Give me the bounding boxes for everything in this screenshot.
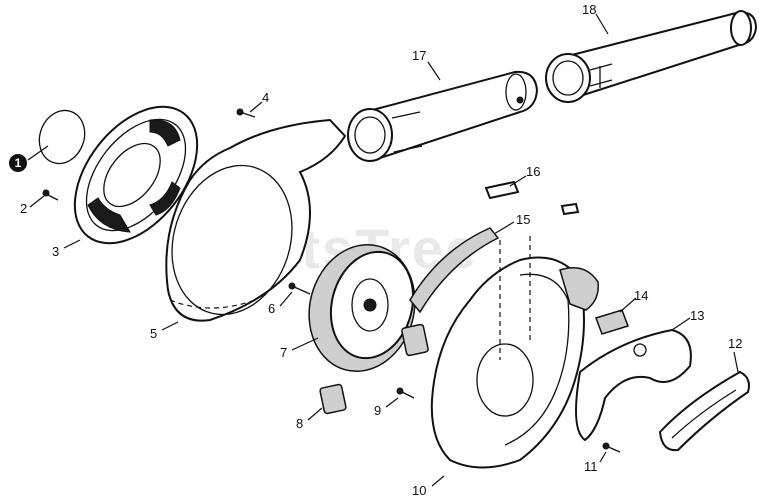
callout-13[interactable]: 13 xyxy=(690,308,704,323)
part-13-handle-cover[interactable] xyxy=(575,328,692,442)
part-5-fan-housing[interactable] xyxy=(153,118,347,330)
part-3-intake-grille[interactable] xyxy=(50,84,222,266)
part-9-screw[interactable] xyxy=(396,387,415,399)
callout-11[interactable]: 11 xyxy=(584,459,598,474)
callout-3[interactable]: 3 xyxy=(52,244,59,259)
callout-15[interactable]: 15 xyxy=(516,212,530,227)
part-4-screw[interactable] xyxy=(236,108,256,118)
callout-2[interactable]: 2 xyxy=(20,201,27,216)
callout-7[interactable]: 7 xyxy=(280,345,287,360)
callout-16[interactable]: 16 xyxy=(526,164,540,179)
callout-14[interactable]: 14 xyxy=(634,288,648,303)
callout-17[interactable]: 17 xyxy=(412,48,426,63)
callout-10[interactable]: 10 xyxy=(412,483,426,498)
part-10-main-housing[interactable] xyxy=(430,236,599,469)
callout-18[interactable]: 18 xyxy=(582,2,596,17)
callout-5[interactable]: 5 xyxy=(150,326,157,341)
callout-4[interactable]: 4 xyxy=(262,90,269,105)
callout-9[interactable]: 9 xyxy=(374,403,381,418)
part-1-gasket[interactable] xyxy=(32,104,92,170)
part-8-damper[interactable] xyxy=(319,323,429,415)
part-11-screw[interactable] xyxy=(602,442,621,453)
callout-1[interactable]: 1 xyxy=(15,156,22,170)
part-15-seal-strip[interactable] xyxy=(409,227,500,314)
callout-8[interactable]: 8 xyxy=(296,416,303,431)
part-14-plate[interactable] xyxy=(595,309,629,335)
part-17-blower-tube[interactable] xyxy=(347,70,539,162)
callout-6[interactable]: 6 xyxy=(268,301,275,316)
callout-1-badge xyxy=(9,154,27,172)
callout-12[interactable]: 12 xyxy=(728,336,742,351)
part-7-fan[interactable] xyxy=(295,233,429,384)
part-2-screw[interactable] xyxy=(42,189,59,201)
part-18-blower-tube-end[interactable] xyxy=(545,10,758,103)
callout-labels: 1 2 3 4 5 6 7 8 9 10 11 12 13 14 15 16 1… xyxy=(9,2,742,498)
part-16-pads[interactable] xyxy=(484,180,580,216)
part-6-screw[interactable] xyxy=(288,282,311,295)
leader-lines xyxy=(27,13,739,487)
part-12-grip[interactable] xyxy=(658,370,750,452)
